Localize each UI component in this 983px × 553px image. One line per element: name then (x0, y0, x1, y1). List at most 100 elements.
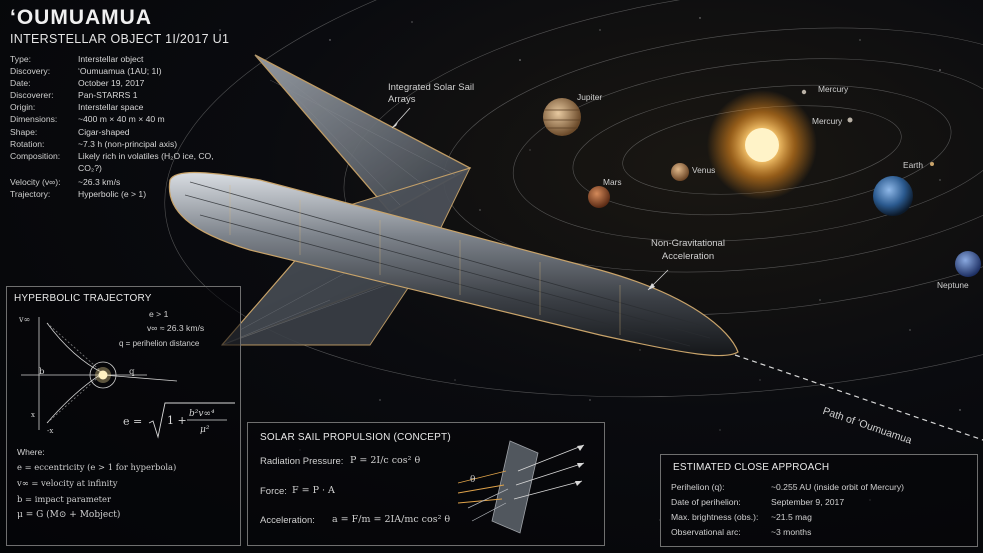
theta-label: θ (470, 475, 476, 485)
fact-row: Origin: Interstellar space (10, 101, 310, 113)
fact-row: Discovery: ‘Oumuamua (1AU; 1I) (10, 65, 310, 77)
mars-planet (588, 186, 610, 208)
approach-value: ~0.255 AU (inside orbit of Mercury) (771, 482, 905, 492)
jupiter-label: Jupiter (577, 92, 603, 102)
approach-row: Observational arc: ~3 months (671, 527, 941, 537)
fact-key: Type: (10, 54, 32, 64)
sun (745, 128, 779, 162)
fact-key: Trajectory: (10, 189, 51, 200)
fact-value: ~7.3 h (non-principal axis) (78, 138, 178, 149)
approach-key: Max. brightness (obs.): (671, 512, 759, 522)
oumuamua-hull (168, 171, 739, 357)
neptune-label: Neptune (937, 280, 969, 290)
accel-label: Acceleration: (260, 515, 315, 526)
trajectory-path (734, 354, 983, 441)
mercury-planet (847, 117, 853, 123)
sail-arrays-label: Integrated Solar Sail Arrays (388, 82, 475, 105)
hyperbola-diagram (21, 317, 178, 430)
fact-key: Date: (10, 78, 31, 89)
page-title: ‘OUMUAMUA (10, 6, 152, 29)
close-approach-panel: ESTIMATED CLOSE APPROACH Perihelion (q):… (660, 454, 978, 547)
svg-text:b²v∞⁴: b²v∞⁴ (189, 409, 215, 419)
fact-value: Cigar-shaped (78, 126, 130, 137)
fact-row: Type: Interstellar object (10, 53, 310, 65)
v-inf-axis: v∞ (19, 315, 31, 324)
where-label: Where: (17, 447, 45, 457)
force-label: Force: (260, 486, 287, 497)
q-label: q (129, 367, 135, 377)
def-v: v∞ = velocity at infinity (17, 478, 118, 488)
approach-key: Perihelion (q): (671, 482, 725, 492)
fact-row: Rotation: ~7.3 h (non-principal axis) (10, 138, 310, 150)
sqrt-formula: 1 + b²v∞⁴ μ² (148, 402, 235, 439)
e-gt-1: e > 1 (149, 309, 169, 319)
b-label: b (39, 367, 45, 377)
fact-key: Shape: (10, 126, 38, 137)
facts-list: Type: Interstellar object Discovery: ‘Oumu… (10, 53, 310, 200)
close-approach-title: ESTIMATED CLOSE APPROACH (673, 462, 830, 473)
approach-row: Max. brightness (obs.): ~21.5 mag (671, 512, 941, 522)
non-grav-label: Non-Gravitational Acceleration (651, 238, 725, 262)
fact-key: Discoverer: (10, 90, 54, 101)
def-mu: μ = G (M⊙ + Mobject) (17, 510, 121, 520)
def-e: e = eccentricity (e > 1 for hyperbola) (17, 462, 177, 472)
venus-label: Venus (692, 165, 716, 175)
def-b: b = impact parameter (17, 494, 111, 504)
neg-x-label: -x (47, 427, 54, 435)
mercury-inner-label: Mercury (812, 116, 843, 126)
mercury-planet-2 (801, 89, 807, 95)
fact-key: Velocity (v∞): (10, 176, 61, 187)
venus-planet (671, 163, 689, 181)
q-definition: q = perihelion distance (119, 339, 200, 348)
solar-sail-title: SOLAR SAIL PROPULSION (CONCEPT) (260, 432, 451, 443)
fact-value: Pan-STARRS 1 (78, 90, 138, 101)
fact-row: Dimensions: ~400 m × 40 m × 40 m (10, 113, 310, 125)
approach-key: Date of perihelion: (671, 497, 741, 507)
hyperbolic-panel: HYPERBOLIC TRAJECTORY e > 1 v∞ ≈ 26.3 km… (6, 286, 241, 546)
svg-text:μ²: μ² (200, 425, 210, 435)
fact-key: Discovery: (10, 66, 51, 77)
jupiter-planet (543, 98, 581, 136)
fact-key: Composition: (10, 150, 61, 161)
fact-row: Velocity (v∞): ~26.3 km/s (10, 176, 310, 188)
page-subtitle: INTERSTELLAR OBJECT 1I/2017 U1 (10, 32, 230, 46)
force-eq: F = P · A (292, 485, 335, 496)
neptune-planet (955, 251, 981, 277)
fact-value: ‘Oumuamua (1AU; 1I) (78, 66, 162, 77)
mercury-outer-label: Mercury (818, 84, 849, 94)
fact-key: Rotation: (10, 138, 45, 149)
svg-text:1 +: 1 + (167, 414, 187, 427)
approach-key: Observational arc: (671, 527, 741, 537)
fact-value: ~400 m × 40 m × 40 m (78, 114, 165, 125)
fact-row: Composition: Likely rich in volatiles (H₂… (10, 150, 250, 174)
accel-eq: a = F/m = 2IA/mc cos² θ (332, 514, 451, 525)
approach-row: Perihelion (q): ~0.255 AU (inside orbit o… (671, 482, 941, 492)
approach-value: ~21.5 mag (771, 512, 812, 522)
fact-key: Dimensions: (10, 114, 58, 125)
hyperbolic-title: HYPERBOLIC TRAJECTORY (14, 293, 152, 304)
approach-value: ~3 months (771, 527, 812, 537)
earth-planet (873, 176, 913, 216)
radiation-label: Radiation Pressure: (260, 456, 344, 467)
fact-value: Interstellar object (78, 54, 144, 64)
fact-value: Hyperbolic (e > 1) (78, 189, 147, 200)
fact-row: Shape: Cigar-shaped (10, 126, 310, 138)
fact-row: Date: October 19, 2017 (10, 77, 310, 89)
earth-label: Earth (903, 160, 924, 170)
fact-value: Likely rich in volatiles (H₂O ice, CO, C… (78, 150, 214, 173)
mars-label: Mars (603, 177, 622, 187)
fact-key: Origin: (10, 102, 36, 113)
radiation-eq: P = 2I/c cos² θ (350, 455, 421, 466)
approach-row: Date of perihelion: September 9, 2017 (671, 497, 941, 507)
fact-value: October 19, 2017 (78, 78, 145, 89)
fact-row: Trajectory: Hyperbolic (e > 1) (10, 188, 310, 200)
fact-value: ~26.3 km/s (78, 176, 121, 187)
fact-value: Interstellar space (78, 102, 144, 113)
approach-value: September 9, 2017 (771, 497, 845, 507)
x-label: x (31, 411, 35, 419)
fact-row: Discoverer: Pan-STARRS 1 (10, 89, 310, 101)
formula-lhs: e = (123, 415, 143, 428)
solar-sail-panel: SOLAR SAIL PROPULSION (CONCEPT) Radiatio… (247, 422, 605, 546)
